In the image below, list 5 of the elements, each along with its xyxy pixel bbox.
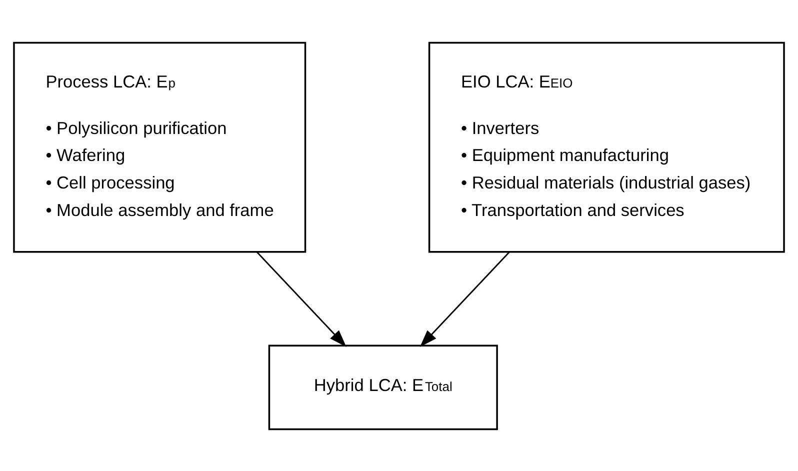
node-box: EIO LCA: EEIO • Inverters • Equipment manufacturing • Residual materials (industrial gases) • Transportation and services: [428, 41, 785, 252]
arrow: [420, 251, 510, 346]
node-box: Hybrid LCA: ETotal: [268, 344, 498, 430]
node-box: Process LCA: Ep • Polysilicon purification • Wafering • Cell processing • Module assembly and frame: [13, 41, 306, 252]
arrow: [256, 251, 346, 346]
